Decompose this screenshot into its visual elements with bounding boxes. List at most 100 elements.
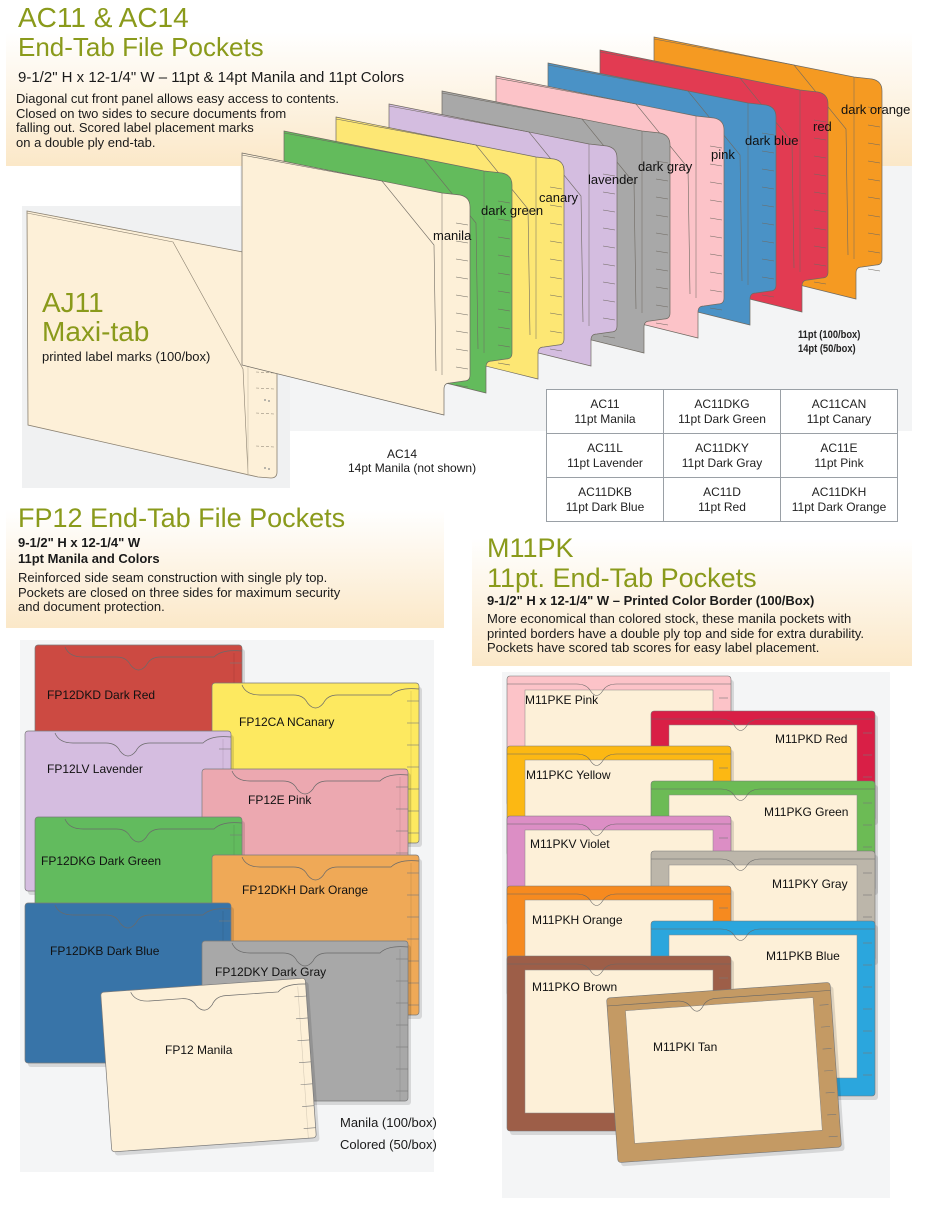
fp-pocket-fp12-manila — [100, 977, 320, 1156]
ac-packaging-11pt: 11pt (100/box) — [798, 329, 861, 341]
ac-folder-label: lavender — [588, 172, 638, 187]
m-pocket-label: M11PKH Orange — [532, 913, 623, 927]
ac-folder-label: manila — [433, 228, 472, 243]
fp-pocket-label: FP12 Manila — [165, 1043, 233, 1057]
product-description: 11pt Dark Green — [678, 411, 766, 426]
ac14-desc: 14pt Manila (not shown) — [348, 461, 477, 475]
fp-pocket-label: FP12DKG Dark Green — [41, 854, 162, 868]
ac-title-line2: End-Tab File Pockets — [18, 32, 264, 62]
m-title-line2: 11pt. End-Tab Pockets — [487, 563, 757, 593]
m-pocket-label: M11PKY Gray — [772, 877, 848, 891]
ac-folder-manila — [241, 152, 471, 416]
fp-title: FP12 End-Tab File Pockets — [18, 503, 346, 533]
ac-description-line: on a double ply end-tab. — [16, 134, 156, 150]
product-description: 11pt Dark Orange — [791, 499, 887, 514]
product-code: AC11DKY — [695, 440, 749, 455]
m-pocket-label: M11PKB Blue — [766, 949, 840, 963]
m-description-line: printed borders have a double ply top an… — [487, 625, 864, 641]
fp-pocket-label: FP12CA NCanary — [239, 715, 335, 729]
product-description: 11pt Dark Gray — [681, 455, 763, 470]
m-pocket-m11pki-tan — [606, 982, 845, 1167]
fp-spec-line2: 11pt Manila and Colors — [18, 551, 160, 566]
ac-folder-label: dark gray — [638, 159, 693, 174]
fp-description-line: and document protection. — [18, 599, 165, 614]
fp-packaging-manila: Manila (100/box) — [340, 1115, 437, 1130]
fp-pocket-fp12dkd-dark-red — [34, 644, 245, 749]
product-description: 11pt Pink — [814, 455, 864, 470]
product-description: 11pt Canary — [806, 411, 872, 426]
pocket-body — [100, 977, 317, 1153]
ac-folder-label: canary — [539, 190, 579, 205]
ac-folder-label: dark green — [481, 203, 544, 218]
product-description: 11pt Dark Blue — [565, 499, 645, 514]
ac-folder-label: dark orange — [841, 102, 911, 117]
product-description: 11pt Red — [698, 499, 746, 514]
ac-description-line: Diagonal cut front panel allows easy acc… — [16, 91, 340, 106]
product-code: AC11CAN — [811, 396, 867, 411]
product-code: AC11L — [587, 440, 623, 455]
ac-description-line: falling out. Scored label placement mark… — [16, 120, 254, 135]
ac-description-line: Closed on two sides to secure documents … — [16, 105, 287, 121]
ac-subtitle: 9-1/2" H x 12-1/4" W – 11pt & 14pt Manil… — [18, 69, 405, 86]
fp-pocket-label: FP12LV Lavender — [47, 762, 143, 776]
ac-packaging: 11pt (100/box) 14pt (50/box) — [798, 328, 860, 356]
fp-pocket-label: FP12DKB Dark Blue — [50, 944, 160, 958]
folder-body — [241, 152, 471, 416]
m-pocket-label: M11PKE Pink — [525, 693, 599, 707]
product-code: AC11DKH — [811, 484, 867, 499]
product-code: AC11 — [590, 396, 620, 411]
fp-pocket-label: FP12DKY Dark Gray — [215, 965, 327, 979]
ac-description: Diagonal cut front panel allows easy acc… — [16, 91, 340, 150]
fp-description-line: Pockets are closed on three sides for ma… — [18, 584, 341, 600]
ac14-note: AC14 14pt Manila (not shown) — [348, 447, 476, 475]
m-pocket-label: M11PKG Green — [764, 805, 849, 819]
ac-folder-label: red — [813, 119, 832, 134]
product-description: 11pt Lavender — [567, 455, 643, 470]
fp-spec-line1: 9-1/2" H x 12-1/4" W — [18, 535, 141, 550]
m-header-banner — [472, 538, 912, 666]
fp-description-line: Reinforced side seam construction with s… — [18, 570, 328, 585]
aj-title-line2: Maxi-tab — [42, 316, 150, 347]
product-code: AC11E — [820, 440, 858, 455]
ac-folder-label: dark blue — [745, 133, 799, 148]
ac-title-line1: AC11 & AC14 — [18, 2, 189, 33]
ac-folder-label: pink — [711, 147, 735, 162]
fp-header-banner — [6, 510, 444, 628]
fp-packaging: Manila (100/box) Colored (50/box) — [340, 1112, 437, 1156]
aj-title-line1: AJ11 — [42, 287, 104, 318]
product-code: AC11DKG — [694, 396, 750, 411]
ac-packaging-14pt: 14pt (50/box) — [798, 343, 856, 355]
m-spec: 9-1/2" H x 12-1/4" W – Printed Color Bor… — [487, 593, 815, 608]
fp-packaging-colored: Colored (50/box) — [340, 1137, 437, 1152]
m-pocket-label: M11PKI Tan — [653, 1040, 718, 1054]
m-pocket-label: M11PKV Violet — [530, 837, 610, 851]
m-description-line: Pockets have scored tab scores for easy … — [487, 640, 820, 655]
pocket-manila-panel — [625, 997, 823, 1144]
m-description-line: More economical than colored stock, thes… — [487, 611, 852, 626]
fp-pocket-label: FP12DKD Dark Red — [47, 688, 156, 702]
m-description: More economical than colored stock, thes… — [487, 611, 864, 656]
m-pocket-label: M11PKO Brown — [532, 980, 618, 994]
m-title-line1: M11PK — [487, 533, 574, 563]
aj-caption: printed label marks (100/box) — [42, 349, 211, 364]
fp-pocket-label: FP12E Pink — [248, 793, 312, 807]
m-pocket-label: M11PKD Red — [775, 732, 848, 746]
m-pocket-label: M11PKC Yellow — [526, 768, 611, 782]
ac14-code: AC14 — [387, 447, 418, 461]
product-code: AC11DKB — [578, 484, 632, 499]
fp-description: Reinforced side seam construction with s… — [18, 570, 341, 615]
